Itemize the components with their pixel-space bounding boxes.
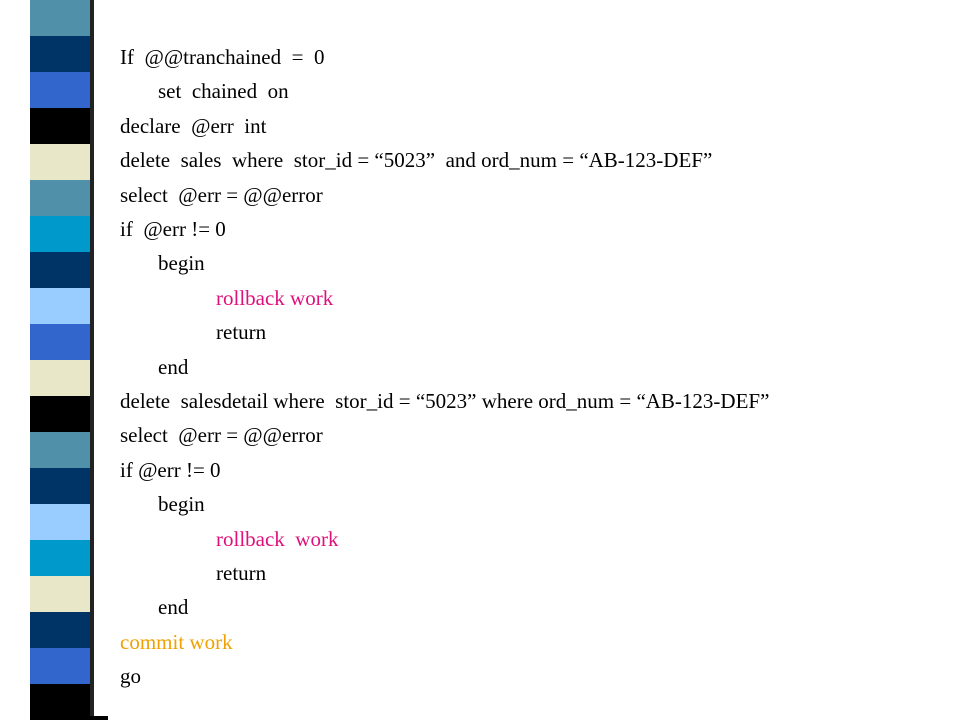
code-line-14: begin: [158, 492, 205, 517]
code-line-9: return: [216, 320, 267, 345]
stripe-block: [30, 396, 90, 433]
code-line-12: select @err = @@error: [120, 423, 323, 448]
code-line-5: select @err = @@error: [120, 182, 323, 207]
code-line-10: end: [158, 354, 189, 379]
stripe-block: [30, 180, 90, 217]
stripe-block: [30, 288, 90, 325]
code-line-4: delete sales where stor_id = “5023” and …: [120, 148, 713, 173]
stripe-block: [30, 36, 90, 73]
code-line-19: go: [120, 664, 141, 689]
stripe-block: [30, 504, 90, 541]
code-line-13: if @err != 0: [120, 457, 221, 482]
code-line-11: delete salesdetail where stor_id = “5023…: [120, 389, 770, 413]
code-line-17: end: [158, 595, 189, 620]
code-line-1: If @@tranchained = 0: [120, 45, 325, 69]
code-line-18: commit work: [120, 629, 233, 654]
stripe-base-line: [30, 716, 108, 720]
stripe-block: [30, 684, 90, 720]
stripe-block: [30, 144, 90, 181]
code-line-8: rollback work: [216, 285, 334, 310]
stripe-block: [30, 360, 90, 397]
stripe-block: [30, 216, 90, 253]
code-line-3: declare @err int: [120, 113, 267, 138]
stripe-shadow-edge: [90, 0, 94, 720]
code-line-16: return: [216, 561, 267, 585]
code-line-6: if @err != 0: [120, 217, 226, 241]
stripe-block: [30, 432, 90, 469]
stripe-block: [30, 108, 90, 145]
code-line-15: rollback work: [216, 526, 339, 551]
decorative-stripe: [30, 0, 108, 720]
stripe-block: [30, 540, 90, 577]
stripe-block: [30, 324, 90, 361]
stripe-block: [30, 648, 90, 685]
stripe-block: [30, 72, 90, 109]
code-line-7: begin: [158, 251, 205, 276]
code-line-2: set chained on: [158, 79, 289, 104]
stripe-block: [30, 612, 90, 649]
stripe-block: [30, 576, 90, 613]
stripe-block: [30, 468, 90, 505]
stripe-block: [30, 252, 90, 289]
stripe-block: [30, 0, 90, 37]
